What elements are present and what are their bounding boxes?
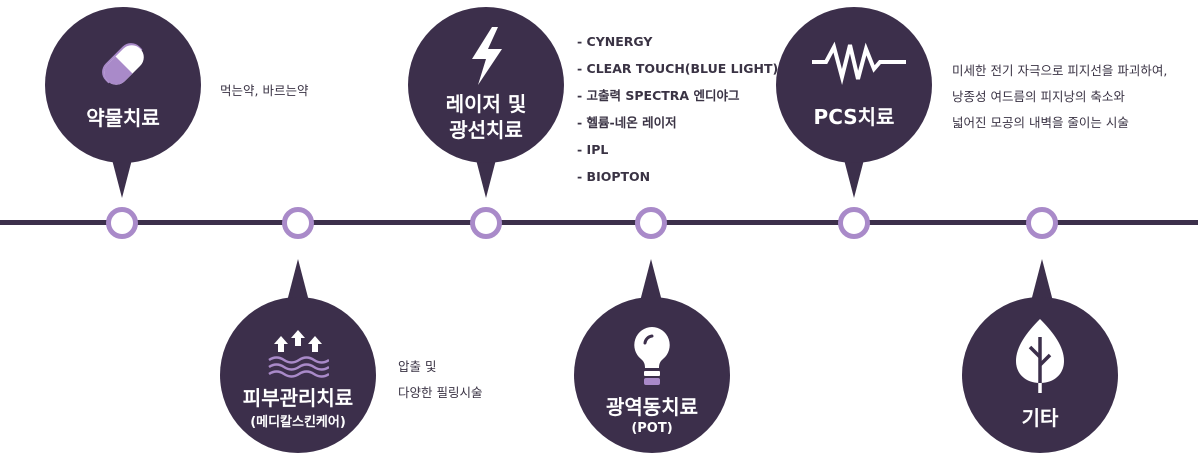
timeline-node-3 xyxy=(470,207,502,239)
step-title: 약물치료 xyxy=(86,106,160,130)
step-subtitle: (POT) xyxy=(631,421,673,436)
step-title-line-2: 광선치료 xyxy=(449,118,523,142)
timeline-node-2 xyxy=(282,207,314,239)
bubble-skin-care: 피부관리치료 (메디칼스킨케어) xyxy=(220,297,376,453)
step-description: 먹는약, 바르는약 xyxy=(220,83,309,98)
step-description: 미세한 전기 자극으로 피지선을 파괴하여, 낭종성 여드름의 피지낭의 축소와… xyxy=(952,63,1168,130)
bubble-medication: 약물치료 xyxy=(45,7,201,163)
timeline-node-1 xyxy=(106,207,138,239)
list-item: - IPL xyxy=(577,142,609,157)
step-title: PCS치료 xyxy=(813,105,895,129)
list-item: - CYNERGY xyxy=(577,34,653,49)
bubble-other: 기타 xyxy=(962,297,1118,453)
list-item: - 고출력 SPECTRA 엔디야그 xyxy=(577,88,740,103)
bubble-laser: 레이저 및 광선치료 xyxy=(408,7,564,163)
list-item: - BIOPTON xyxy=(577,169,651,184)
bubble-pcs: PCS치료 xyxy=(776,7,932,163)
bubble-photodynamic: 광역동치료 (POT) xyxy=(574,297,730,453)
step-title: 피부관리치료 xyxy=(242,386,354,410)
step-title: 광역동치료 xyxy=(606,395,698,419)
step-description-list: - CYNERGY - CLEAR TOUCH(BLUE LIGHT) - 고출… xyxy=(577,28,778,190)
step-description: 압출 및 다양한 필링시술 xyxy=(398,359,483,400)
step-title-line-1: 레이저 및 xyxy=(445,92,527,116)
timeline-line xyxy=(0,220,1198,225)
waves-arrows-icon xyxy=(268,330,329,378)
timeline-node-5 xyxy=(838,207,870,239)
timeline-node-4 xyxy=(635,207,667,239)
timeline-node-6 xyxy=(1026,207,1058,239)
leaf-icon xyxy=(1016,319,1064,393)
list-item: - CLEAR TOUCH(BLUE LIGHT) xyxy=(577,61,779,76)
pulse-wave-icon xyxy=(812,41,906,85)
lightning-icon xyxy=(472,27,502,85)
list-item: - 헬륨-네온 레이저 xyxy=(577,115,677,130)
pill-icon xyxy=(102,43,144,85)
lightbulb-icon xyxy=(634,327,670,385)
step-subtitle: (메디칼스킨케어) xyxy=(250,415,346,430)
step-title: 기타 xyxy=(1021,406,1059,430)
